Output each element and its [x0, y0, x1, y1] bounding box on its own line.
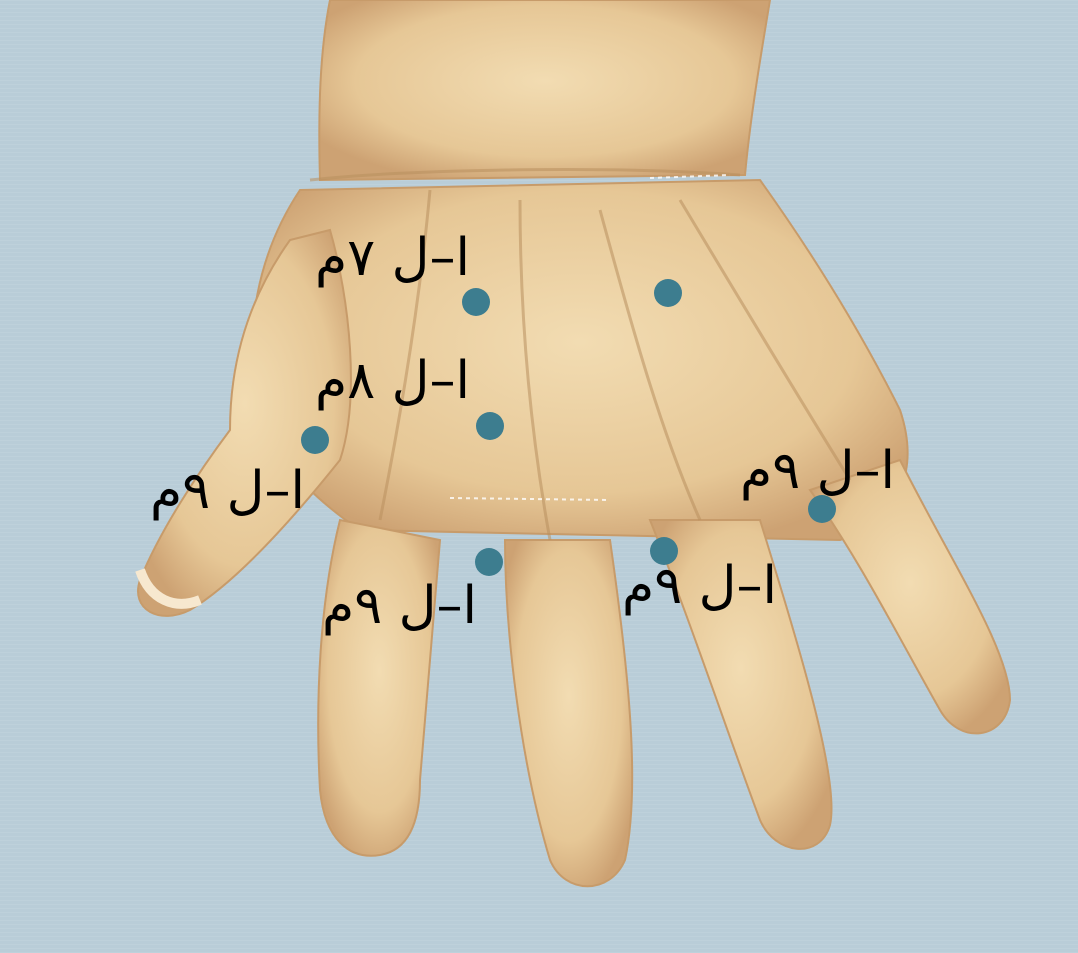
- point-thumb: [301, 426, 329, 454]
- label-little: ا–ل ٩م: [740, 445, 895, 497]
- point-top-left: [462, 288, 490, 316]
- label-index: ا–ل ٩م: [322, 580, 477, 632]
- label-thumb: ا–ل ٩م: [150, 465, 305, 517]
- point-top-right: [654, 279, 682, 307]
- point-middle: [476, 412, 504, 440]
- label-ring: ا–ل ٩م: [622, 560, 777, 612]
- label-top: ا–ل ٧م: [315, 232, 470, 284]
- label-middle: ا–ل ٨م: [315, 355, 470, 407]
- forearm: [319, 0, 770, 180]
- point-index: [475, 548, 503, 576]
